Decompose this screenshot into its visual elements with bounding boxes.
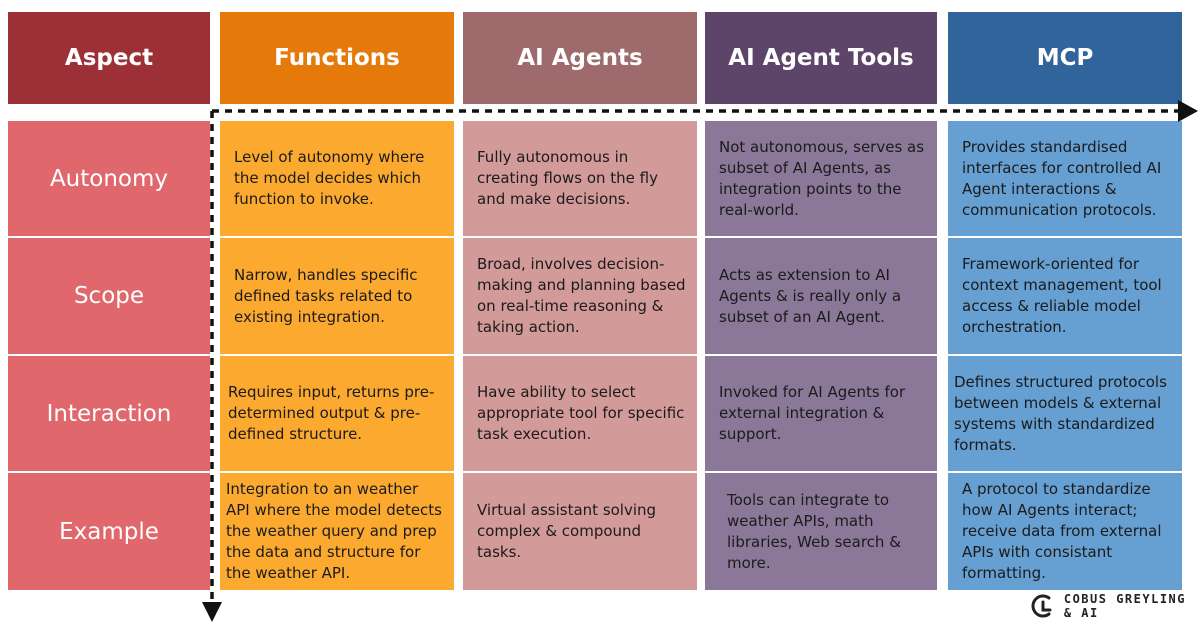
cell-text: Framework-oriented for context managemen… bbox=[962, 255, 1162, 336]
header-functions: Functions bbox=[220, 12, 454, 104]
cell-text: Virtual assistant solving complex & comp… bbox=[477, 501, 657, 561]
cobus-greyling-logo: COBUS GREYLING & AI bbox=[1030, 592, 1186, 620]
cell-mcp-scope: Framework-oriented for context managemen… bbox=[948, 238, 1182, 356]
cell-mcp-autonomy: Provides standardised interfaces for con… bbox=[948, 121, 1182, 238]
header-ai-agent-tools: AI Agent Tools bbox=[705, 12, 937, 104]
cell-text: Have ability to select appropriate tool … bbox=[477, 383, 685, 443]
cell-agents-interaction: Have ability to select appropriate tool … bbox=[463, 356, 697, 473]
logo-icon bbox=[1031, 594, 1052, 618]
cell-agents-example: Virtual assistant solving complex & comp… bbox=[463, 473, 697, 590]
vertical-arrowhead bbox=[202, 602, 222, 622]
header-ai-agents: AI Agents bbox=[463, 12, 697, 104]
aspect-scope: Scope bbox=[8, 238, 210, 356]
cell-text: Narrow, handles specific defined tasks r… bbox=[234, 265, 418, 326]
aspect-autonomy: Autonomy bbox=[8, 121, 210, 238]
cell-functions-autonomy: Level of autonomy where the model decide… bbox=[220, 121, 454, 238]
cell-text: Invoked for AI Agents for external integ… bbox=[719, 383, 906, 443]
cell-tools-scope: Acts as extension to AI Agents & is real… bbox=[705, 238, 937, 356]
cell-mcp-interaction: Defines structured protocols between mod… bbox=[948, 356, 1182, 473]
cell-text: Fully autonomous in creating flows on th… bbox=[477, 148, 658, 208]
cell-text: Integration to an weather API where the … bbox=[226, 480, 442, 582]
aspect-example: Example bbox=[8, 473, 210, 590]
cell-functions-scope: Narrow, handles specific defined tasks r… bbox=[220, 238, 454, 356]
header-aspect: Aspect bbox=[8, 12, 210, 104]
cell-text: Defines structured protocols between mod… bbox=[954, 372, 1167, 454]
cell-text: Requires input, returns pre-determined o… bbox=[228, 383, 435, 443]
logo-line-2: & AI bbox=[1063, 606, 1099, 620]
cell-agents-autonomy: Fully autonomous in creating flows on th… bbox=[463, 121, 697, 238]
header-mcp: MCP bbox=[948, 12, 1182, 104]
cell-text: Provides standardised interfaces for con… bbox=[962, 137, 1162, 219]
aspect-interaction: Interaction bbox=[8, 356, 210, 473]
cell-text: Not autonomous, serves as subset of AI A… bbox=[719, 137, 925, 219]
cell-tools-interaction: Invoked for AI Agents for external integ… bbox=[705, 356, 937, 473]
cell-text: Acts as extension to AI Agents & is real… bbox=[719, 265, 902, 326]
cell-functions-example: Integration to an weather API where the … bbox=[220, 473, 454, 590]
cell-text: Broad, involves decision-making and plan… bbox=[477, 255, 686, 336]
cell-text: A protocol to standardize how AI Agents … bbox=[962, 480, 1162, 582]
cell-text: Tools can integrate to weather APIs, mat… bbox=[727, 490, 901, 572]
cell-tools-example: Tools can integrate to weather APIs, mat… bbox=[705, 473, 937, 590]
cell-functions-interaction: Requires input, returns pre-determined o… bbox=[220, 356, 454, 473]
cell-mcp-example: A protocol to standardize how AI Agents … bbox=[948, 473, 1182, 590]
cell-agents-scope: Broad, involves decision-making and plan… bbox=[463, 238, 697, 356]
cell-tools-autonomy: Not autonomous, serves as subset of AI A… bbox=[705, 121, 937, 238]
logo-text: COBUS GREYLING & AI bbox=[1064, 592, 1186, 620]
logo-line-1: COBUS GREYLING bbox=[1063, 592, 1186, 606]
cell-text: Level of autonomy where the model decide… bbox=[234, 148, 425, 208]
